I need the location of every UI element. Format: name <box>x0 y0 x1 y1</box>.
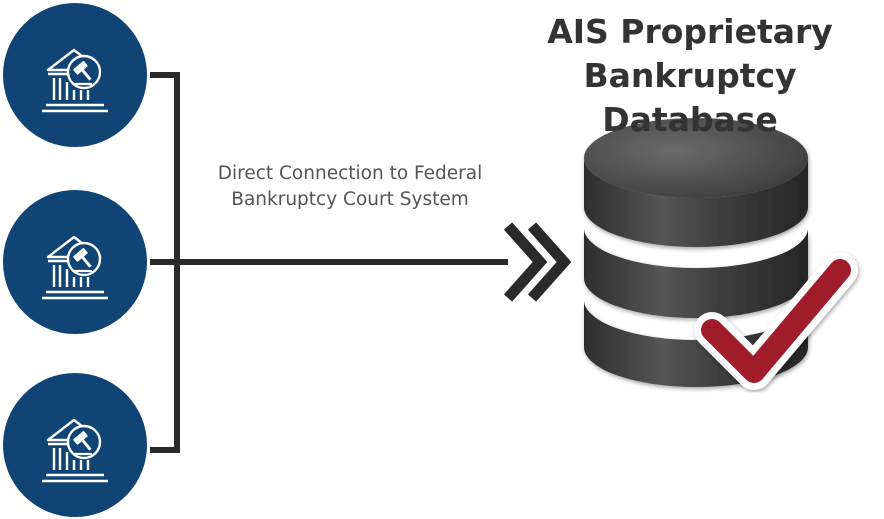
checkmark-icon <box>694 252 858 390</box>
double-chevron-arrow-icon <box>503 222 572 302</box>
database-title-line-2: Bankruptcy Database <box>583 56 797 139</box>
connection-label: Direct Connection to Federal Bankruptcy … <box>186 161 514 213</box>
database-title: AIS Proprietary Bankruptcy Database <box>490 10 884 142</box>
court-node-3 <box>1 371 149 519</box>
court-node-2 <box>1 188 149 336</box>
court-node-1 <box>1 1 149 149</box>
connector-lines <box>150 72 508 453</box>
connection-label-line-2: Bankruptcy Court System <box>231 189 469 210</box>
connection-label-line-1: Direct Connection to Federal <box>217 163 483 184</box>
database-title-line-1: AIS Proprietary <box>547 12 833 51</box>
database-icon <box>584 118 808 387</box>
